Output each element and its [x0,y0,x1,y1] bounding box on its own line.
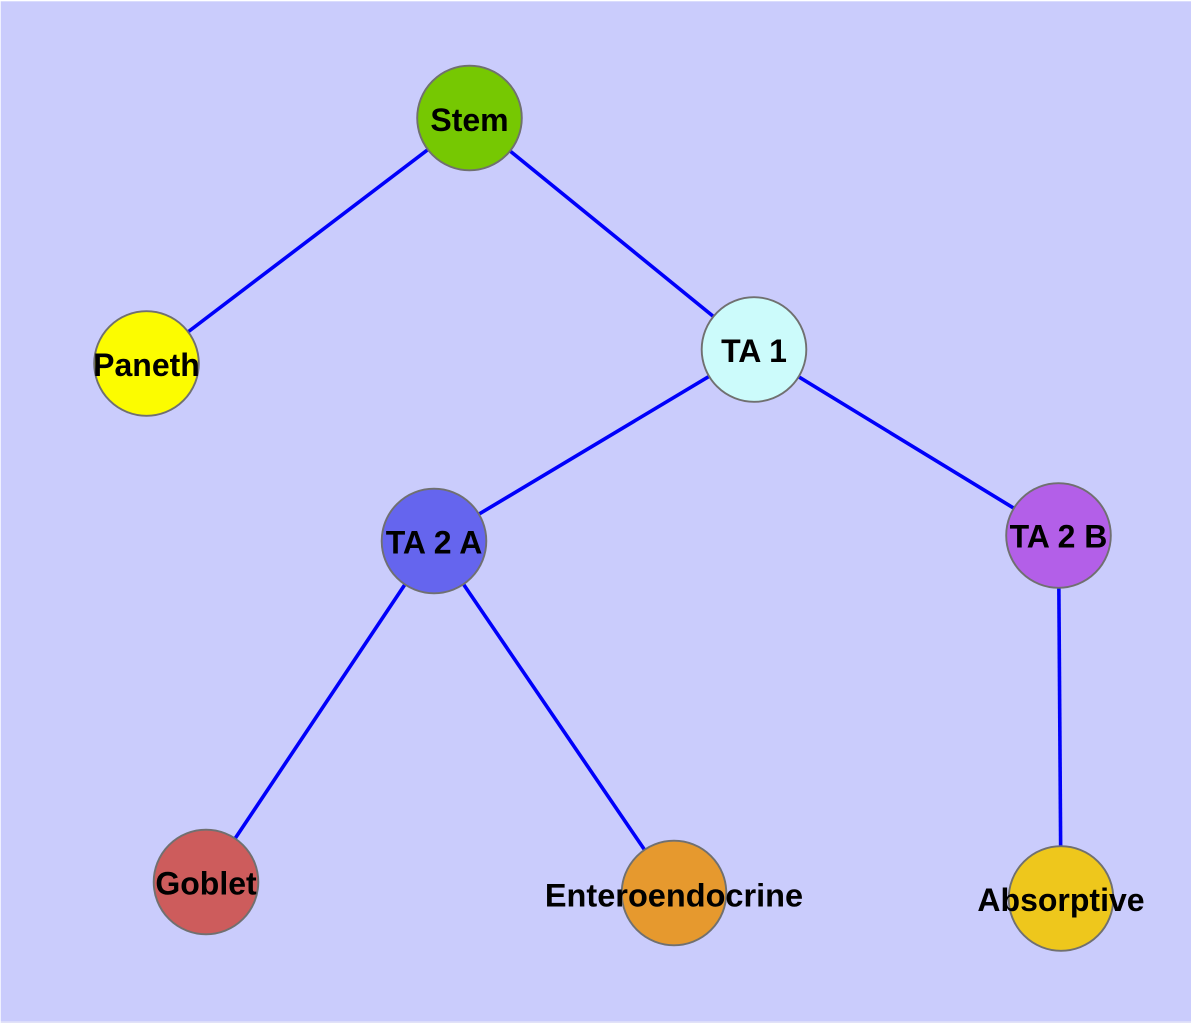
svg-text:Goblet: Goblet [155,866,257,902]
svg-text:Enteroendocrine: Enteroendocrine [545,878,803,914]
svg-text:TA 2 B: TA 2 B [1010,519,1108,555]
svg-text:TA 1: TA 1 [721,333,787,369]
svg-text:Stem: Stem [430,102,508,138]
svg-text:Absorptive: Absorptive [977,882,1144,918]
svg-text:Paneth: Paneth [93,347,200,383]
svg-text:TA 2 A: TA 2 A [386,525,483,561]
